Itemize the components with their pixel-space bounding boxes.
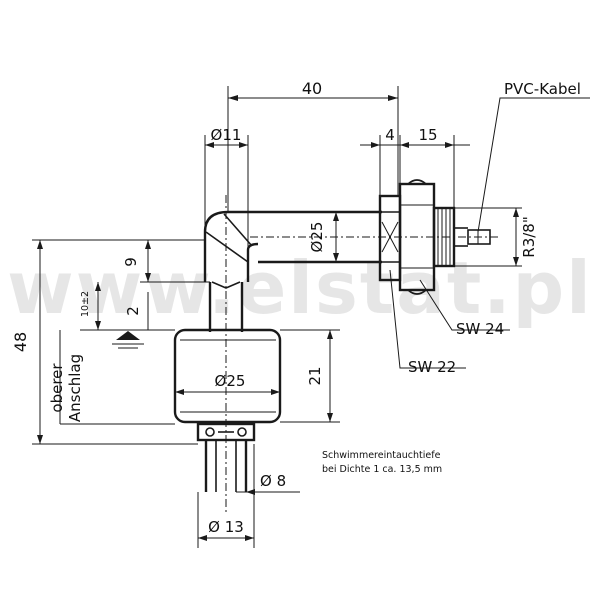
label-oberer: oberer <box>48 363 66 413</box>
dim-d25-stem: Ø25 <box>308 222 326 253</box>
dim-15: 15 <box>418 126 437 144</box>
dimension-labels: 40 Ø11 4 15 Ø25 R3/8" 9 10±2 2 48 Ø25 21… <box>11 79 538 536</box>
dim-10-tol: 10±2 <box>80 291 91 317</box>
dim-d11: Ø11 <box>211 126 242 144</box>
watermark: www.elstat.pl <box>7 246 593 330</box>
label-anschlag: Anschlag <box>66 354 84 422</box>
dimension-lines <box>32 86 590 548</box>
center-lines <box>225 195 500 515</box>
dim-d13: Ø 13 <box>208 518 244 536</box>
dim-d25-float: Ø25 <box>215 372 246 390</box>
callout-labels: PVC-Kabel SW 24 SW 22 oberer Anschlag Sc… <box>48 80 581 475</box>
label-pvc-kabel: PVC-Kabel <box>504 80 581 98</box>
note-immersion-depth: Schwimmereintauchtiefe <box>322 450 441 461</box>
note-density: bei Dichte 1 ca. 13,5 mm <box>322 464 442 475</box>
label-sw24: SW 24 <box>456 320 504 338</box>
sensor-body <box>173 179 491 492</box>
dim-40: 40 <box>302 79 322 98</box>
dim-48: 48 <box>11 332 30 352</box>
dim-2: 2 <box>124 306 142 316</box>
label-sw22: SW 22 <box>408 358 456 376</box>
dim-9: 9 <box>122 257 140 267</box>
dim-4: 4 <box>385 126 395 144</box>
dim-thread: R3/8" <box>520 216 538 257</box>
dim-21: 21 <box>306 366 324 385</box>
dim-d8: Ø 8 <box>260 472 286 490</box>
